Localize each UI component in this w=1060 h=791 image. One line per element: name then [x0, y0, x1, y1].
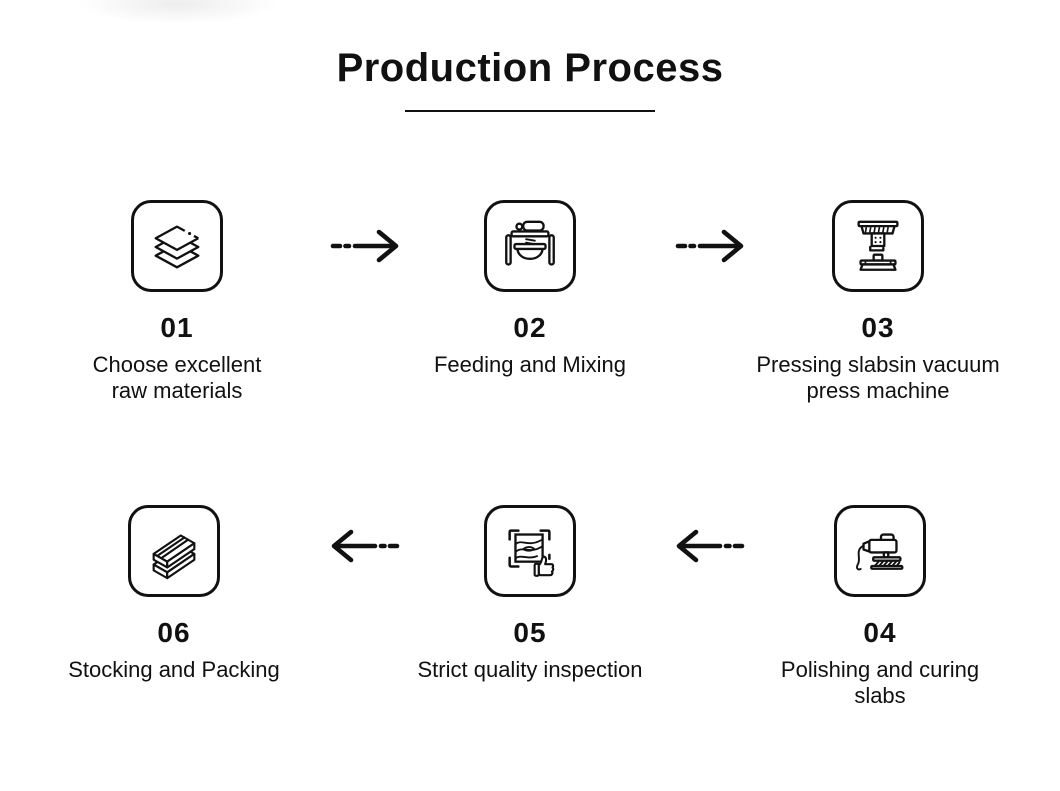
layers-icon — [131, 200, 223, 292]
arrow-left-icon — [330, 526, 400, 566]
step-number: 02 — [513, 312, 547, 343]
arrow-right-icon — [330, 226, 400, 266]
step-number: 06 — [157, 617, 191, 648]
title-underline — [405, 110, 655, 112]
step-label: Strict quality inspection — [417, 657, 643, 682]
step-number: 05 — [513, 617, 547, 648]
inspection-icon — [484, 505, 576, 597]
polisher-icon — [834, 505, 926, 597]
stacked-slabs-icon — [128, 505, 220, 597]
step-label: Polishing and curing slabs — [780, 657, 980, 708]
step-label: Stocking and Packing — [68, 657, 280, 682]
page-title: Production Process — [336, 46, 724, 90]
step-label: Pressing slabsin vacuum press machine — [756, 352, 1000, 403]
step-label: Choose excellent raw materials — [92, 352, 262, 403]
step-number: 03 — [861, 312, 895, 343]
step-card-03: 03 Pressing slabsin vacuum press machine — [718, 200, 1038, 404]
arrow-right-icon — [675, 226, 745, 266]
header: Production Process — [0, 42, 1060, 112]
arrow-left-icon — [675, 526, 745, 566]
step-card-06: 06 Stocking and Packing — [14, 505, 334, 683]
step-number: 04 — [863, 617, 897, 648]
step-card-01: 01 Choose excellent raw materials — [17, 200, 337, 404]
step-card-05: 05 Strict quality inspection — [370, 505, 690, 683]
step-label: Feeding and Mixing — [433, 352, 626, 377]
mixer-icon — [484, 200, 576, 292]
press-icon — [832, 200, 924, 292]
step-number: 01 — [160, 312, 194, 343]
step-card-02: 02 Feeding and Mixing — [370, 200, 690, 378]
background-smudge — [78, 0, 278, 24]
step-card-04: 04 Polishing and curing slabs — [720, 505, 1040, 709]
